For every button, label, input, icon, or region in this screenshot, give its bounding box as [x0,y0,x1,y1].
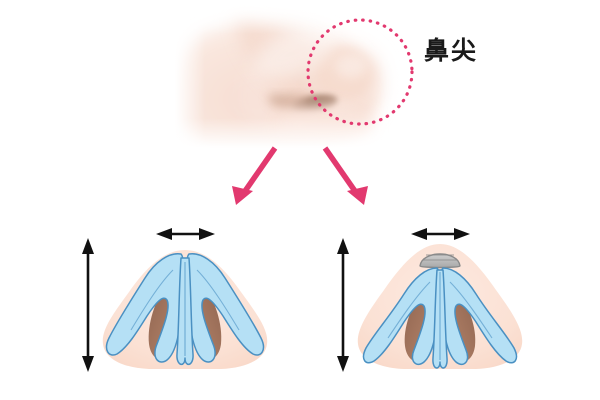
cartilage-contour-lines [130,269,240,331]
pointer-arrow-left [232,146,278,205]
cartilage-graft [419,253,461,269]
profile-nose-photo [175,0,410,148]
nose-tip-label: 鼻尖 [424,36,479,65]
height-measure-arrow [337,238,349,372]
width-measure-arrow [156,228,215,240]
height-measure-arrow [82,238,94,372]
pointer-arrow-right [322,146,368,205]
nose-before-diagram [55,218,315,394]
nose-after-diagram [310,218,570,394]
width-measure-arrow [411,228,470,240]
cartilage-contour-lines [387,281,493,339]
